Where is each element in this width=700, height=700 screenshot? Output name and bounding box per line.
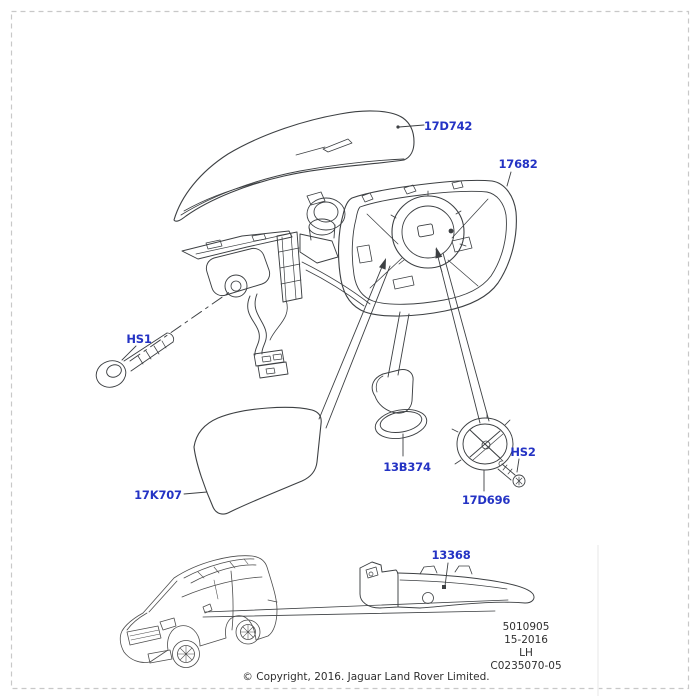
part-label-glass[interactable]: 17K707 [134,488,182,502]
doc-number-text: 5010905 [503,621,550,633]
puddle-lamp-drawing [371,311,428,439]
indicator-lamp-drawing [359,561,535,609]
mirror-cover-drawing [173,110,415,222]
mirror-glass-drawing [193,258,391,515]
mirror-pivot-drawing [306,191,346,241]
copyright-text: © Copyright, 2016. Jaguar Land Rover Lim… [242,671,489,683]
part-label-puddle-lamp[interactable]: 13B374 [383,460,431,474]
hs1-axis-dashdot-line [129,290,232,362]
part-label-housing[interactable]: 17682 [498,157,537,171]
screw-hs1-drawing [95,332,175,388]
part-label-screw2[interactable]: HS2 [510,445,536,459]
part-label-screw1[interactable]: HS1 [126,332,152,346]
drawing-ref-text: C0235070-05 [490,660,561,672]
page-dashed-border [10,10,690,690]
issue-code-text: 15-2016 [504,634,548,646]
label-leader-lines [121,124,520,587]
mirror-housing-drawing [337,179,517,317]
car-locator-lines [202,599,509,618]
vehicle-sketch [119,555,278,668]
mirror-base-assembly-drawing [181,230,371,379]
part-label-indicator[interactable]: 13368 [431,548,470,562]
part-label-cover[interactable]: 17D742 [424,119,473,133]
part-label-motor[interactable]: 17D696 [462,493,511,507]
hand-code-text: LH [519,647,533,659]
mirror-motor-drawing [435,247,514,471]
screw-hs2-drawing [497,460,526,488]
